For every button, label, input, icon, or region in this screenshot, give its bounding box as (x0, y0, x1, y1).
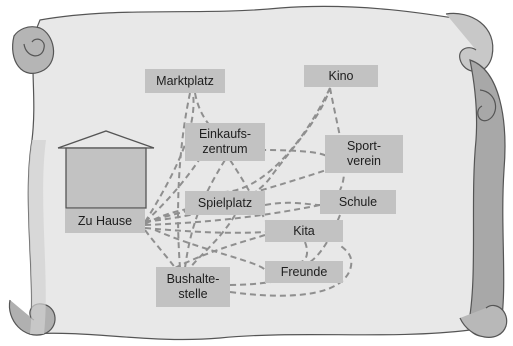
place-bushaltestelle: Bushalte- stelle (156, 267, 230, 307)
place-kita: Kita (265, 220, 343, 242)
place-sportverein: Sport- verein (325, 135, 403, 173)
place-schule: Schule (320, 190, 396, 214)
place-kino: Kino (304, 65, 378, 87)
place-spielplatz: Spielplatz (185, 191, 265, 215)
scroll-curl-top-left (13, 27, 54, 74)
place-zuhause: Zu Hause (65, 209, 145, 233)
place-einkaufszentrum: Einkaufs- zentrum (185, 123, 265, 161)
place-freunde: Freunde (265, 261, 343, 283)
place-marktplatz: Marktplatz (145, 69, 225, 93)
